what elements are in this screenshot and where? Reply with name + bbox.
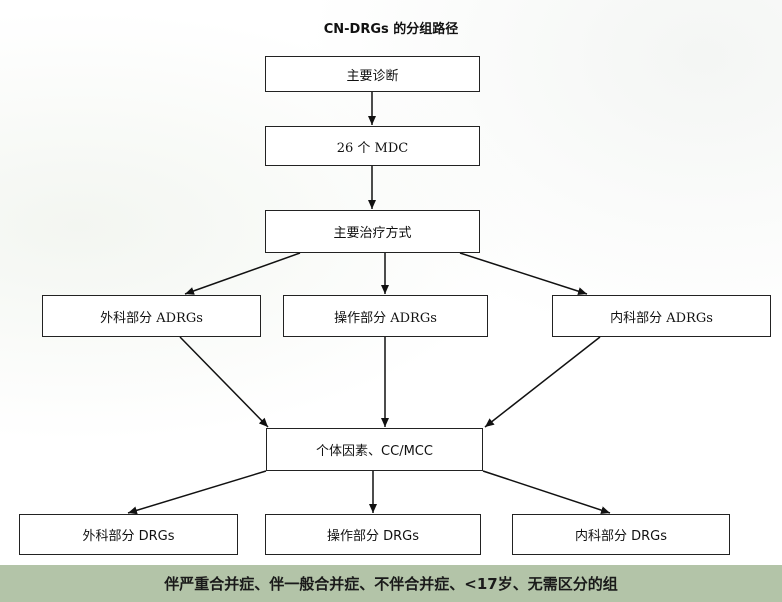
edge-surgical-to-factors <box>179 336 269 428</box>
procedure-drg-box: 操作部分 DRGs <box>265 514 481 555</box>
connectors <box>127 92 611 515</box>
main-treatment-box: 主要治疗方式 <box>265 210 480 253</box>
mdc-box: 26 个 MDC <box>265 126 480 166</box>
edge-medical-to-factors <box>484 336 601 428</box>
individual-factors-box: 个体因素、CC/MCC <box>266 428 483 471</box>
edge-factors-to-surgical-drg <box>127 470 267 515</box>
surgical-adrg-box: 外科部分 ADRGs <box>42 295 261 337</box>
diagram-title: CN-DRGs 的分组路径 <box>323 22 459 37</box>
edge-factors-to-medical-drg <box>482 470 611 514</box>
medical-adrg-box: 内科部分 ADRGs <box>552 295 771 337</box>
footer-banner: 伴严重合并症、伴一般合并症、不伴合并症、<17岁、无需区分的组 <box>0 565 782 602</box>
procedure-adrg-box: 操作部分 ADRGs <box>283 295 488 337</box>
medical-drg-box: 内科部分 DRGs <box>512 514 730 555</box>
surgical-drg-box: 外科部分 DRGs <box>19 514 238 555</box>
edge-treatment-to-surgical <box>184 252 301 295</box>
main-diagnosis-box: 主要诊断 <box>265 56 480 92</box>
edge-treatment-to-medical <box>459 252 588 296</box>
background <box>0 0 782 565</box>
